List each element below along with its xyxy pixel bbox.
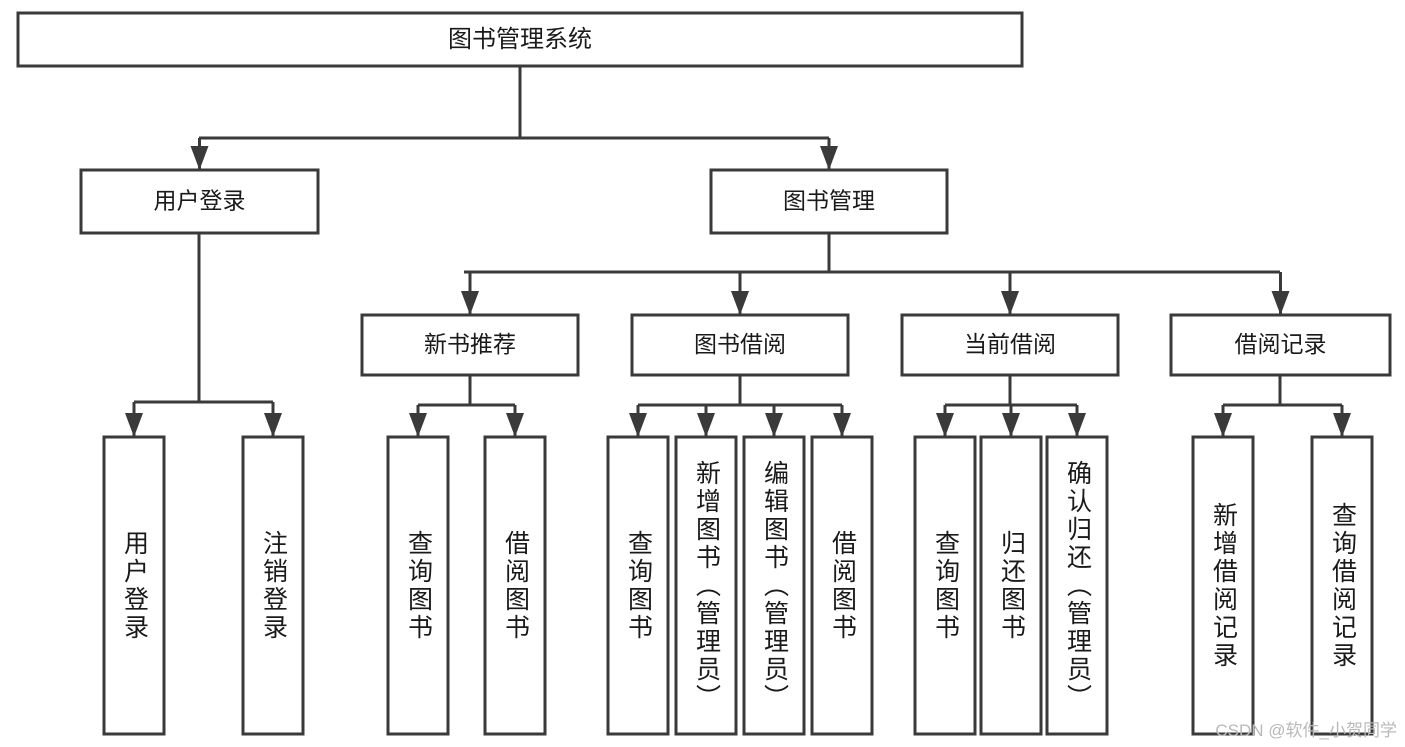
- arrow-head-icon-leaf-logout: [264, 413, 282, 437]
- node-box-root: [16, 11, 1024, 68]
- node-box-leaf-add-record: [1191, 435, 1255, 736]
- node-leaf-query-book-1[interactable]: [386, 435, 450, 736]
- arrow-head-icon-leaf-borrow-book-2: [833, 413, 851, 437]
- node-leaf-query-book-2[interactable]: [606, 435, 670, 736]
- arrow-head-icon-new-book-recommend: [461, 291, 479, 315]
- node-box-leaf-logout: [241, 435, 305, 736]
- node-box-leaf-query-record: [1310, 435, 1374, 736]
- node-leaf-add-record[interactable]: [1191, 435, 1255, 736]
- node-label-book-borrow: 图书借阅: [694, 331, 786, 357]
- arrow-head-icon-current-borrow: [1001, 291, 1019, 315]
- arrow-head-icon-leaf-add-record: [1214, 413, 1232, 437]
- node-user-login[interactable]: 用户登录: [79, 168, 320, 235]
- node-box-current-borrow: [900, 313, 1120, 377]
- node-box-leaf-user-login: [102, 435, 166, 736]
- node-box-leaf-edit-book: [742, 435, 806, 736]
- node-box-user-login: [79, 168, 320, 235]
- arrow-head-icon-borrow-record: [1271, 291, 1290, 315]
- node-label-root: 图书管理系统: [448, 26, 592, 53]
- node-box-leaf-query-book-2: [606, 435, 670, 736]
- node-box-leaf-borrow-book-2: [810, 435, 874, 736]
- node-leaf-return-book[interactable]: [979, 435, 1043, 736]
- arrow-head-icon-leaf-query-book-2: [629, 413, 647, 437]
- node-box-leaf-query-book-3: [913, 435, 977, 736]
- node-label-book-manage: 图书管理: [783, 188, 875, 214]
- node-leaf-logout[interactable]: [241, 435, 305, 736]
- node-current-borrow[interactable]: 当前借阅: [900, 313, 1120, 377]
- arrow-head-icon-leaf-user-login: [125, 413, 143, 437]
- node-leaf-confirm-return[interactable]: [1045, 435, 1109, 736]
- arrow-head-icon-leaf-query-book-3: [936, 413, 954, 437]
- node-leaf-query-record[interactable]: [1310, 435, 1374, 736]
- node-box-leaf-borrow-book-1: [483, 435, 547, 736]
- node-box-leaf-confirm-return: [1045, 435, 1109, 736]
- node-box-borrow-record: [1169, 313, 1392, 377]
- node-box-leaf-return-book: [979, 435, 1043, 736]
- arrow-head-icon-leaf-return-book: [1002, 413, 1020, 437]
- arrow-head-icon-book-borrow: [731, 291, 749, 315]
- arrow-head-icon-leaf-query-book-1: [409, 413, 427, 437]
- arrow-head-icon-leaf-confirm-return: [1068, 413, 1086, 437]
- node-label-new-book-recommend: 新书推荐: [424, 331, 516, 357]
- node-root[interactable]: 图书管理系统: [16, 11, 1024, 68]
- node-book-borrow[interactable]: 图书借阅: [630, 313, 850, 377]
- node-book-manage[interactable]: 图书管理: [709, 168, 949, 235]
- node-leaf-add-book[interactable]: [674, 435, 738, 736]
- node-leaf-edit-book[interactable]: [742, 435, 806, 736]
- node-leaf-query-book-3[interactable]: [913, 435, 977, 736]
- node-box-leaf-add-book: [674, 435, 738, 736]
- watermark-text: CSDN @软件_小贺同学: [1215, 721, 1397, 740]
- arrow-head-icon-leaf-add-book: [697, 413, 715, 437]
- node-borrow-record[interactable]: 借阅记录: [1169, 313, 1392, 377]
- node-box-leaf-query-book-1: [386, 435, 450, 736]
- node-label-user-login: 用户登录: [154, 188, 246, 214]
- arrow-head-icon-book-manage: [820, 146, 838, 170]
- arrow-head-icon-leaf-edit-book: [765, 413, 783, 437]
- node-box-book-manage: [709, 168, 949, 235]
- node-leaf-user-login[interactable]: [102, 435, 166, 736]
- node-box-new-book-recommend: [360, 313, 580, 377]
- node-leaf-borrow-book-1[interactable]: [483, 435, 547, 736]
- node-leaf-borrow-book-2[interactable]: [810, 435, 874, 736]
- node-label-borrow-record: 借阅记录: [1235, 331, 1327, 357]
- connector-layer: [125, 66, 1351, 437]
- arrow-head-icon-user-login: [190, 146, 209, 170]
- arrow-head-icon-leaf-borrow-book-1: [506, 413, 524, 437]
- arrow-head-icon-leaf-query-record: [1333, 413, 1351, 437]
- node-box-book-borrow: [630, 313, 850, 377]
- node-new-book-recommend[interactable]: 新书推荐: [360, 313, 580, 377]
- node-label-current-borrow: 当前借阅: [964, 331, 1056, 357]
